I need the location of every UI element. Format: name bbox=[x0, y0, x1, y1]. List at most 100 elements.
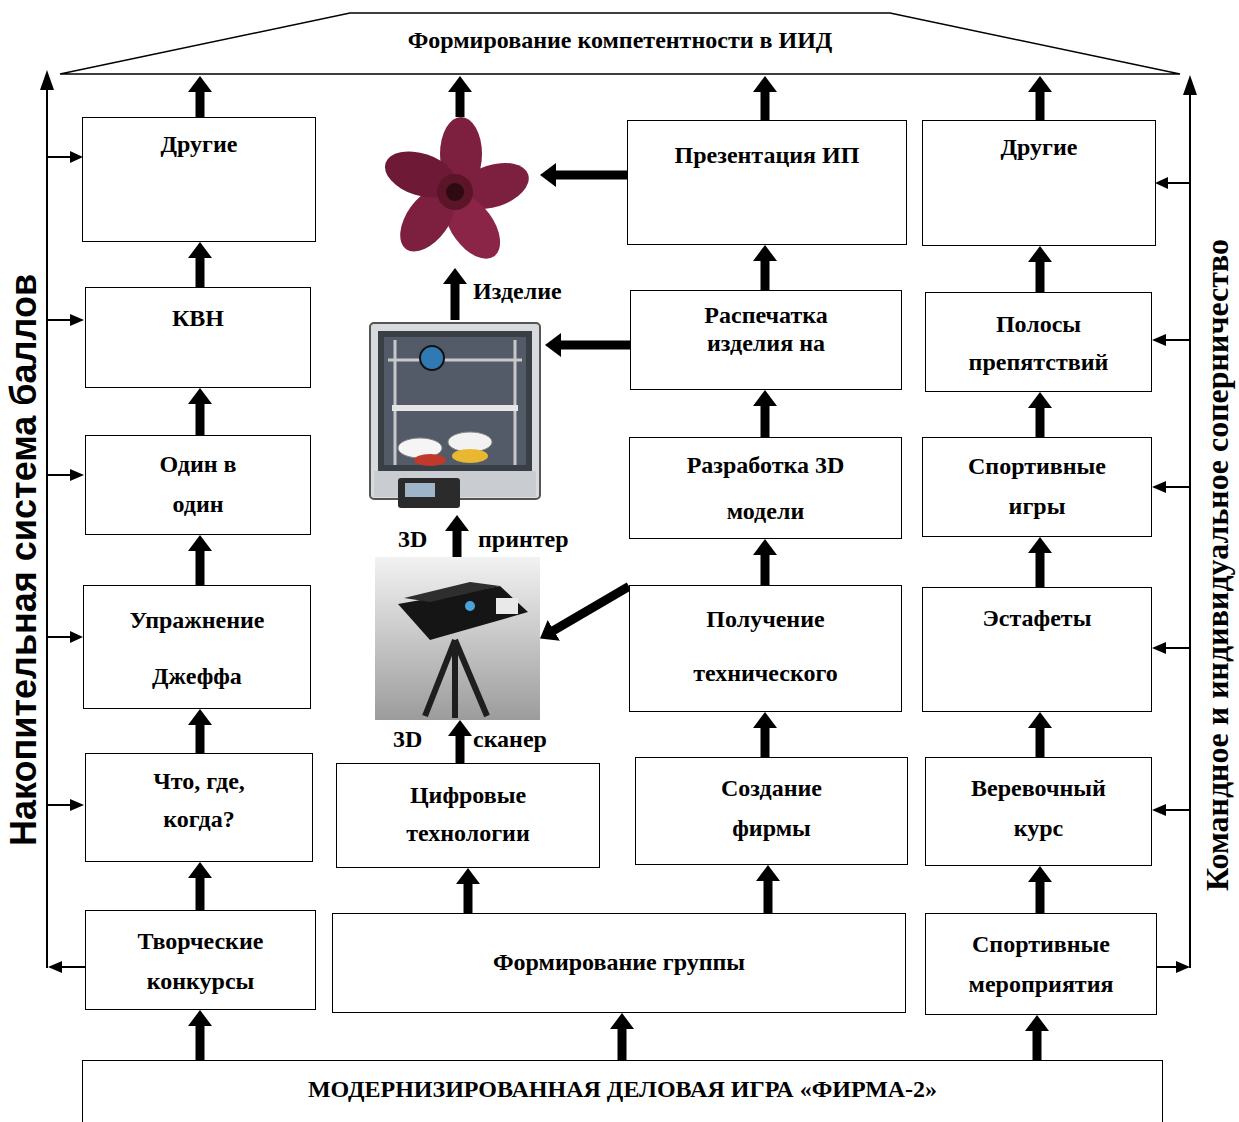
node-text: Один в один bbox=[143, 444, 253, 524]
flow-arrow bbox=[196, 1024, 205, 1060]
flow-arrow bbox=[196, 723, 205, 753]
axis-tick bbox=[47, 636, 70, 638]
score-axis bbox=[40, 70, 85, 973]
node-text: 3D bbox=[398, 525, 427, 553]
arrow-head bbox=[1152, 334, 1166, 346]
node-text: Творческие конкурсы bbox=[101, 921, 301, 1001]
axis-tick bbox=[1166, 486, 1190, 488]
process-box: Разработка 3D модели bbox=[629, 437, 902, 539]
process-box: Творческие конкурсы bbox=[85, 910, 316, 1010]
node-text: Получение технического bbox=[666, 592, 866, 700]
scanner-backdrop bbox=[375, 557, 540, 720]
flow-arrow bbox=[552, 586, 629, 631]
arrow-head bbox=[48, 961, 62, 973]
axis-tick bbox=[47, 156, 70, 158]
process-box: Получение технического bbox=[629, 585, 902, 712]
axis-tick bbox=[60, 966, 85, 968]
flow-arrow bbox=[761, 553, 770, 585]
tripod-leg bbox=[425, 640, 455, 716]
scanner-top bbox=[404, 582, 500, 602]
node-text: Изделие bbox=[473, 277, 562, 305]
propeller-hub bbox=[437, 174, 473, 210]
process-box: Цифровые технологии bbox=[336, 763, 600, 868]
printer-frame bbox=[370, 323, 540, 499]
picture-node: Изделие bbox=[373, 117, 540, 268]
arrow-head bbox=[70, 631, 83, 643]
flow-arrow bbox=[451, 282, 460, 320]
flow-arrow bbox=[554, 171, 627, 180]
flow-arrow bbox=[1036, 406, 1045, 437]
node-text: Распечатка изделия на bbox=[666, 301, 866, 357]
process-box: МОДЕРНИЗИРОВАННАЯ ДЕЛОВАЯ ИГРА «ФИРМА-2» bbox=[82, 1060, 1163, 1122]
process-box: Эстафеты bbox=[922, 587, 1152, 712]
flow-arrow bbox=[1033, 1029, 1042, 1060]
node-text: Формирование компетентности в ИИД bbox=[120, 24, 1120, 56]
printer-bed bbox=[392, 405, 518, 411]
flow-arrow bbox=[196, 90, 205, 117]
axis-tick bbox=[47, 319, 70, 321]
process-box: КВН bbox=[85, 287, 311, 388]
roof-shape bbox=[60, 13, 1180, 74]
arrow-head bbox=[1155, 177, 1168, 189]
node-text: Что, где, когда? bbox=[134, 762, 264, 838]
process-box: Один в один bbox=[85, 435, 311, 535]
arrow-head bbox=[1152, 642, 1166, 654]
node-text: 3D bbox=[393, 725, 422, 753]
printer-panel bbox=[398, 478, 460, 508]
arrow-head bbox=[1176, 961, 1190, 973]
node-text: Полосы препятствий bbox=[949, 305, 1129, 381]
axis-tick bbox=[1168, 182, 1190, 184]
printer-rod bbox=[514, 340, 517, 465]
node-text: принтер bbox=[478, 525, 569, 553]
node-text: Презентация ИП bbox=[667, 127, 867, 183]
axis-tick bbox=[47, 804, 70, 806]
tripod-leg bbox=[455, 640, 487, 716]
flow-arrow bbox=[1036, 551, 1045, 587]
picture-node: 3Dсканер bbox=[375, 557, 540, 720]
arrow-head bbox=[1152, 804, 1166, 816]
flow-arrow bbox=[464, 882, 473, 913]
flow-arrow bbox=[761, 259, 770, 290]
process-box: Упражнение Джеффа bbox=[83, 585, 311, 709]
flow-arrow bbox=[1036, 260, 1045, 292]
propeller-bore bbox=[446, 183, 464, 201]
printer-display bbox=[405, 483, 435, 497]
flow-arrow bbox=[196, 256, 205, 287]
scanner-lens bbox=[496, 598, 518, 614]
filament-spool bbox=[414, 454, 446, 466]
axis-tick bbox=[1166, 647, 1190, 649]
node-text: Веревочный курс bbox=[964, 768, 1114, 848]
propeller-picture bbox=[379, 117, 535, 269]
flow-arrow bbox=[456, 90, 465, 117]
arrow-head bbox=[1183, 75, 1197, 95]
node-text: Другие bbox=[99, 126, 299, 162]
node-text: Другие bbox=[939, 129, 1139, 165]
printer-chamber bbox=[378, 331, 532, 471]
process-box: Другие bbox=[922, 120, 1156, 246]
node-text: Спортивные игры bbox=[962, 446, 1112, 526]
flow-arrow bbox=[1036, 726, 1045, 757]
arrow-head bbox=[70, 314, 84, 326]
process-box: Создание фирмы bbox=[635, 757, 908, 865]
process-box: Формирование группы bbox=[332, 913, 906, 1013]
flow-arrow bbox=[196, 549, 205, 585]
process-box: Распечатка изделия на bbox=[630, 290, 902, 390]
printer-rod bbox=[394, 340, 397, 465]
axis-line bbox=[1189, 93, 1191, 968]
node-text: Создание фирмы bbox=[702, 768, 842, 848]
axis-label: Накопительная система баллов bbox=[6, 274, 42, 846]
arrow-head bbox=[40, 70, 54, 90]
node-text: сканер bbox=[473, 725, 547, 753]
flow-arrow bbox=[1036, 90, 1045, 120]
flow-arrow bbox=[559, 341, 630, 350]
printer-picture bbox=[370, 323, 540, 508]
picture-node: 3Dпринтер bbox=[365, 320, 545, 515]
flow-arrow bbox=[761, 404, 770, 437]
arrow-head bbox=[1152, 481, 1166, 493]
axis-tick bbox=[1157, 966, 1178, 968]
axis-label: Командное и индивидуальное соперничество bbox=[1201, 239, 1233, 891]
flow-arrow bbox=[196, 876, 205, 910]
node-text: Формирование группы bbox=[369, 944, 869, 980]
flow-arrow bbox=[453, 529, 462, 557]
